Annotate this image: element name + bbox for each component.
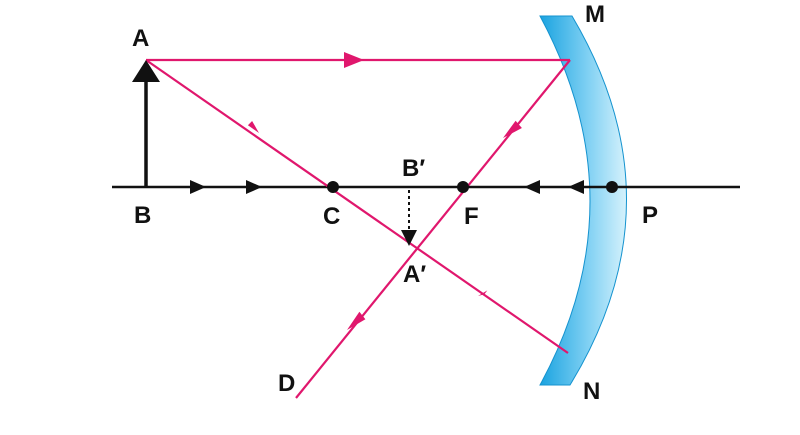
label-P: P	[642, 202, 658, 229]
pole-point	[606, 181, 618, 193]
axis-arrow-left-2	[568, 180, 584, 194]
axis-arrow-right-2	[246, 180, 262, 194]
object-arrow-head	[132, 60, 160, 82]
label-B-prime: B′	[402, 155, 425, 182]
ray-arrow-reflected-upper	[503, 120, 522, 138]
focus-point	[457, 181, 469, 193]
ray-reflected-through-focus	[295, 59, 571, 399]
label-M: M	[585, 1, 605, 28]
label-N: N	[583, 378, 600, 405]
axis-arrow-left-1	[524, 180, 540, 194]
label-B: B	[134, 202, 151, 229]
label-F: F	[464, 203, 479, 230]
label-A-prime: A′	[403, 261, 426, 288]
ray-through-center-incident	[145, 59, 569, 354]
concave-mirror	[539, 15, 627, 386]
ray-arrow-center-return	[478, 290, 488, 296]
ray-arrow-center-incident	[247, 121, 259, 133]
label-A: A	[132, 25, 149, 52]
image-arrow-head	[401, 230, 417, 246]
ray-arrow-reflected-lower	[347, 311, 366, 330]
ray-arrow-parallel	[344, 52, 364, 68]
axis-arrow-right-1	[190, 180, 206, 194]
label-C: C	[323, 203, 340, 230]
center-of-curvature-point	[327, 181, 339, 193]
label-D: D	[278, 370, 295, 397]
